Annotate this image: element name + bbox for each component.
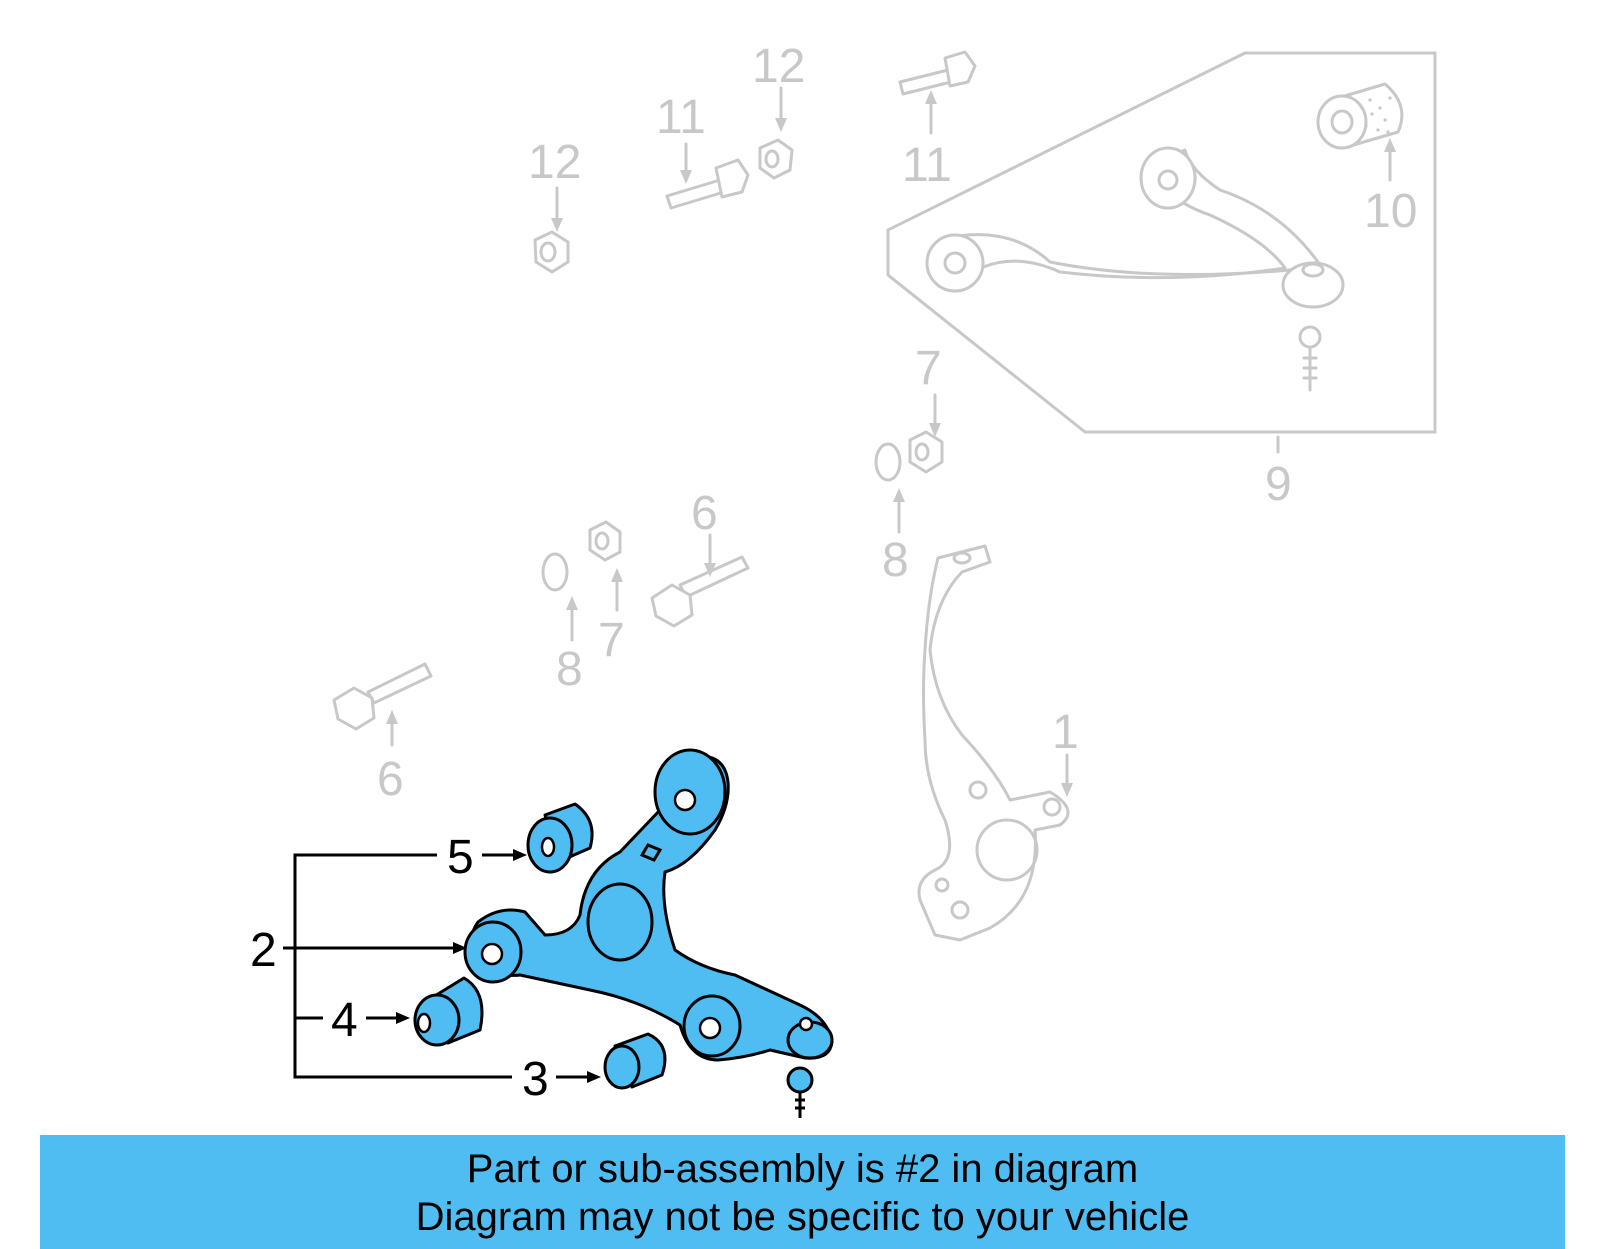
callout-8-right[interactable]: 8 [882,534,909,587]
callout-11-left[interactable]: 11 [656,91,706,144]
callout-6-mid[interactable]: 6 [691,487,718,540]
bolt-11-left [665,158,750,210]
callout-6-left[interactable]: 6 [377,753,404,806]
assembly-bracket [283,853,512,1079]
banner-line-disclaimer: Diagram may not be specific to your vehi… [415,1195,1190,1239]
lower-arm-body [470,754,834,1062]
bushing-3[interactable] [603,1032,667,1090]
leader-arrows-faded [386,86,1396,797]
lower-arm-web-recess [586,882,654,962]
callout-8-left[interactable]: 8 [556,643,583,696]
steering-knuckle-1 [917,544,1070,942]
washer-8-left [541,552,569,592]
nut-7-left [588,520,622,562]
upper-arm-bushing-front [925,233,985,293]
bushing-10 [1316,82,1404,150]
lower-ball-joint [786,1066,814,1094]
callout-3[interactable]: 3 [522,1053,549,1106]
lower-ball-joint-stud [795,1092,805,1118]
upper-ball-joint [1298,325,1322,349]
upper-arm-bushing-hole [943,251,967,275]
bolt-6-left [332,662,433,731]
upper-arm-bushing-rear [1139,146,1197,210]
lower-control-arm-2[interactable] [463,748,834,1118]
upper-ball-joint-stud [1302,345,1318,392]
bushing-texture [1360,96,1392,134]
bolt-11-top [898,50,977,96]
callout-labels: 1 2 3 4 5 6 6 7 7 8 8 9 10 11 11 12 12 [250,40,1417,1106]
upper-control-arm-panel [886,51,1437,434]
bolt-6-mid [650,555,750,628]
upper-arm-bushing-rear-hole [1157,169,1179,191]
washer-8-right [874,442,902,482]
callout-7-right[interactable]: 7 [915,342,942,395]
bushing-4[interactable] [413,976,484,1047]
info-banner: Part or sub-assembly is #2 in diagram Di… [40,1135,1565,1249]
callout-7-left[interactable]: 7 [598,614,625,667]
callout-2[interactable]: 2 [250,924,277,977]
callout-12-top[interactable]: 12 [752,40,805,93]
upper-arm-body [943,148,1320,287]
callout-5[interactable]: 5 [447,831,474,884]
nut-12-left [533,230,570,274]
leader-arrows-active [366,849,601,1083]
nut-12-top [758,138,794,180]
banner-line-part-number: Part or sub-assembly is #2 in diagram [466,1147,1139,1191]
nut-7-right [908,430,944,474]
suspension-parts-diagram: 1 2 3 4 5 6 6 7 7 8 8 9 10 11 11 12 12 [250,40,1437,1118]
callout-9[interactable]: 9 [1265,458,1292,511]
callout-1[interactable]: 1 [1052,706,1079,759]
callout-10[interactable]: 10 [1364,185,1417,238]
callout-11-top[interactable]: 11 [902,139,952,192]
callout-12-left[interactable]: 12 [528,136,581,189]
upper-ball-joint-housing [1281,261,1345,309]
callout-4[interactable]: 4 [331,994,358,1047]
bushing-5[interactable] [526,802,594,874]
panel-outline [886,51,1437,434]
